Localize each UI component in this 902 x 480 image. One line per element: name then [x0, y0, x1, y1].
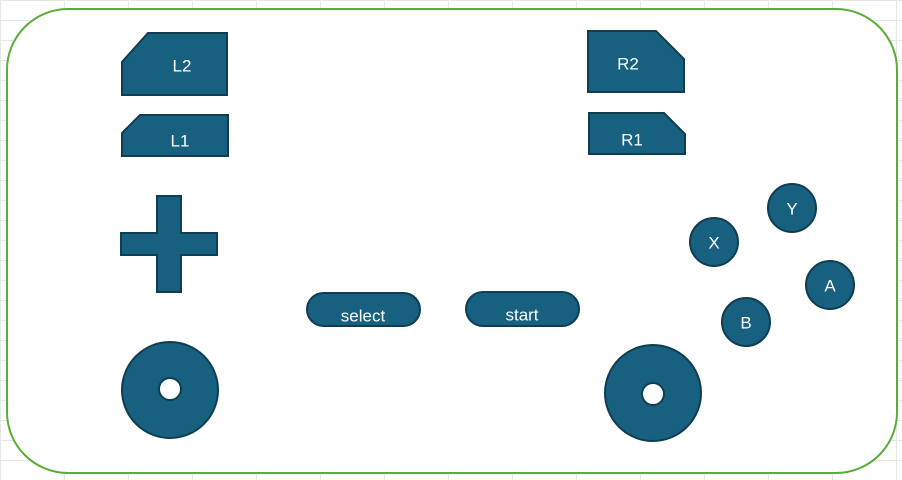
a-button[interactable]: A [805, 260, 855, 310]
y-circle [767, 183, 817, 233]
start-label: start [505, 305, 538, 324]
l1-shape [121, 114, 229, 157]
dpad[interactable] [120, 195, 218, 293]
start-shape [465, 291, 580, 327]
r1-label: R1 [621, 130, 643, 149]
select-button[interactable]: select [306, 292, 421, 327]
a-label: A [824, 276, 836, 295]
b-button[interactable]: B [721, 297, 771, 347]
l2-button[interactable]: L2 [121, 32, 228, 96]
start-button[interactable]: start [465, 291, 580, 327]
l2-shape [121, 32, 228, 96]
y-button[interactable]: Y [767, 183, 817, 233]
left-joystick[interactable] [121, 341, 219, 439]
r1-shape [588, 112, 686, 155]
l2-label: L2 [173, 56, 192, 75]
x-button[interactable]: X [689, 217, 739, 267]
l1-button[interactable]: L1 [121, 114, 229, 157]
select-label: select [341, 306, 386, 325]
l1-label: L1 [171, 131, 190, 150]
r1-button[interactable]: R1 [588, 112, 686, 155]
b-label: B [740, 313, 751, 332]
y-label: Y [786, 199, 797, 218]
right-joystick[interactable] [604, 344, 702, 442]
select-shape [306, 292, 421, 327]
b-circle [721, 297, 771, 347]
r2-shape [587, 30, 685, 93]
x-circle [689, 217, 739, 267]
left-joystick-center [158, 377, 182, 401]
right-joystick-center [641, 382, 665, 406]
a-circle [805, 260, 855, 310]
r2-button[interactable]: R2 [587, 30, 685, 93]
r2-label: R2 [617, 54, 639, 73]
x-label: X [708, 233, 719, 252]
